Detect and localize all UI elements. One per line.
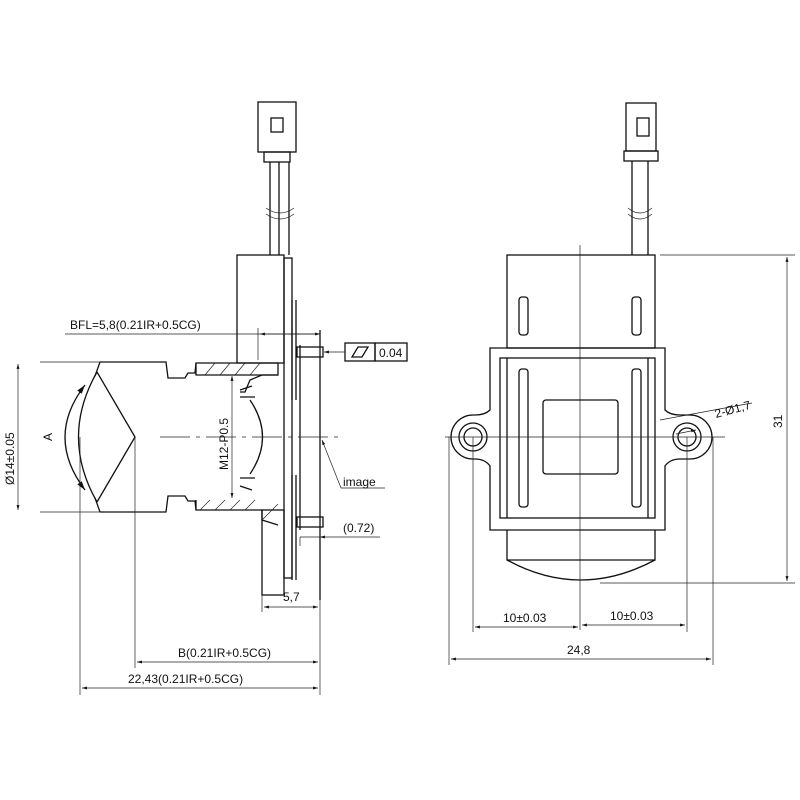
- width-dim: 24,8: [567, 643, 591, 657]
- side-view: A Ø14±0.05 M12-P0.5 BFL=5,8(0.21IR+0.5CG…: [3, 101, 408, 695]
- holes-dim: 2-Ø1,7: [713, 398, 752, 421]
- connector-front: [623, 102, 659, 255]
- pitch-left-dim: 10±0.03: [503, 611, 547, 625]
- diameter-dim: Ø14±0.05: [3, 432, 17, 485]
- total-length-dim: 22,43(0.21IR+0.5CG): [128, 672, 243, 686]
- flatness-value: 0.04: [379, 346, 403, 360]
- bfl-dim: BFL=5,8(0.21IR+0.5CG): [70, 318, 201, 332]
- lens-barrel: A: [41, 361, 340, 526]
- holder: [236, 254, 324, 600]
- connector: [257, 101, 297, 255]
- offset-dim: (0.72): [343, 521, 374, 535]
- pitch-right-dim: 10±0.03: [610, 609, 654, 623]
- front-view: 2-Ø1,7 31 10±0.03 10±0.03 24,8: [445, 102, 795, 665]
- dimensions-left: Ø14±0.05 M12-P0.5 BFL=5,8(0.21IR+0.5CG) …: [3, 318, 408, 695]
- image-label: image: [343, 475, 376, 489]
- holder-depth-dim: 5,7: [283, 590, 300, 604]
- angle-label: A: [41, 433, 55, 441]
- b-dim: B(0.21IR+0.5CG): [178, 646, 271, 660]
- thread-dim: M12-P0.5: [217, 418, 231, 470]
- height-dim: 31: [771, 414, 785, 428]
